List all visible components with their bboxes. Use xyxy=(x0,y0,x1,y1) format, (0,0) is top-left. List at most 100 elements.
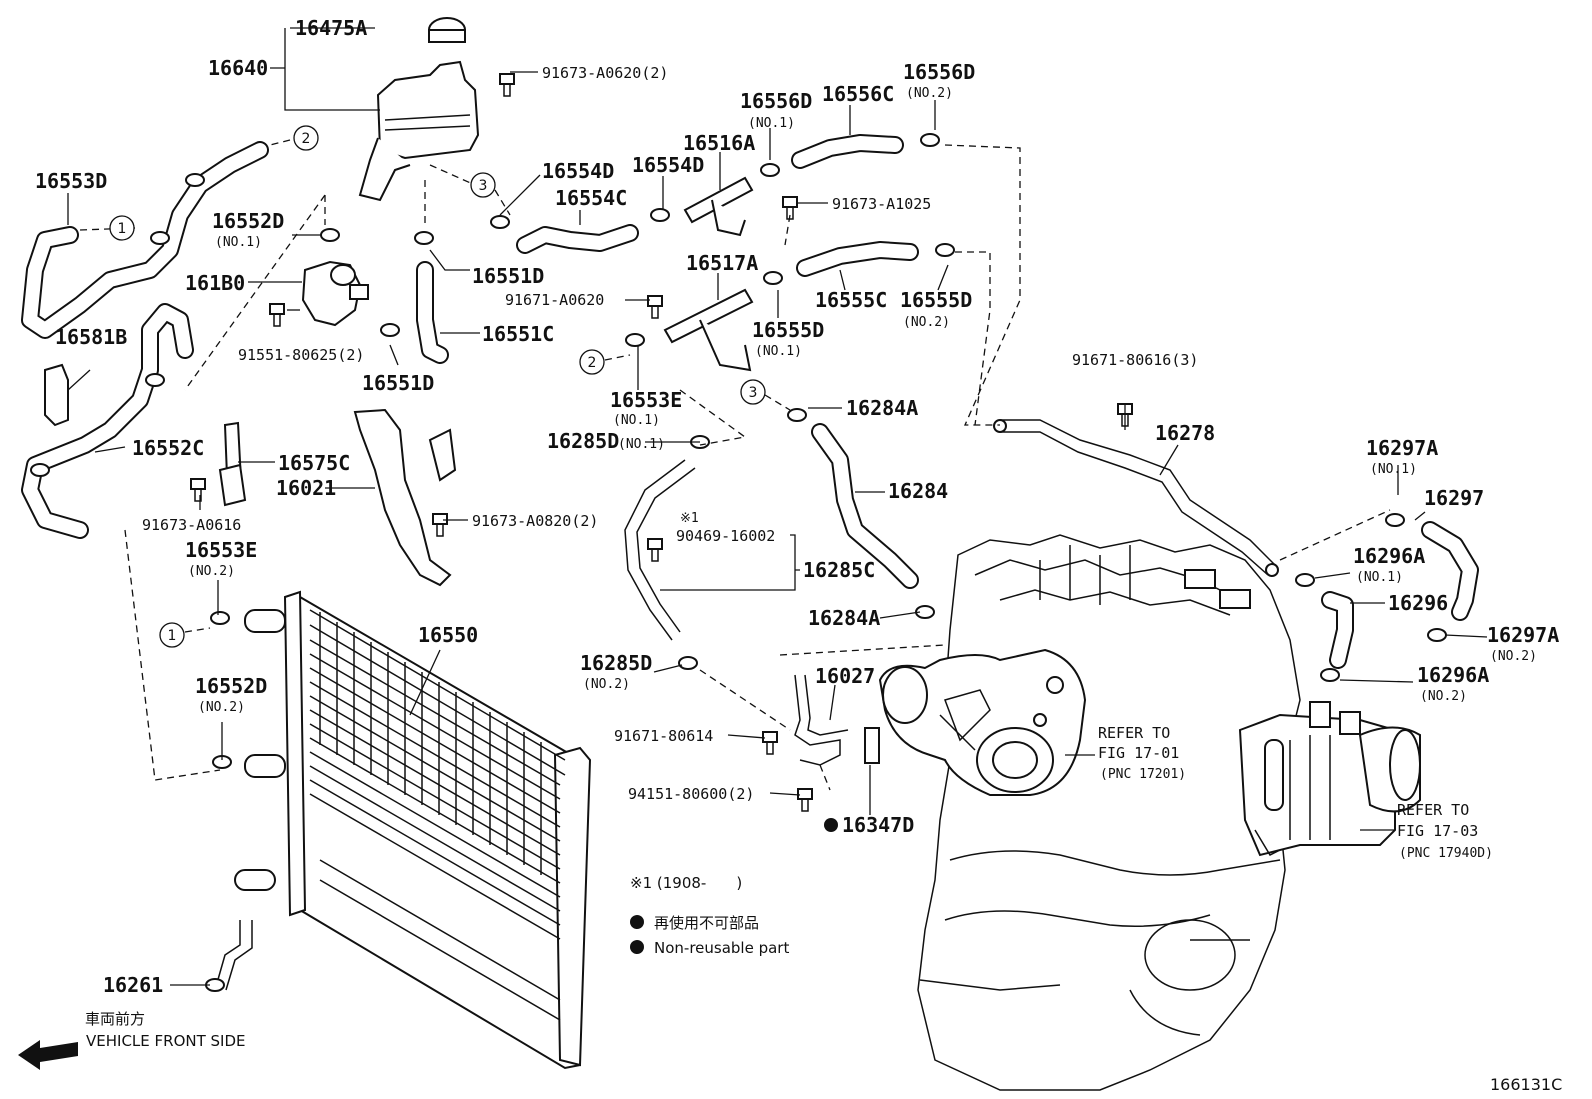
hose-16284 xyxy=(811,423,919,589)
front-side-jp: 車両前方 xyxy=(85,1010,145,1028)
sensor-16581B xyxy=(44,363,69,427)
label-16278: 16278 xyxy=(1155,421,1215,445)
label-16553E-2: 16553E xyxy=(185,538,257,562)
label-16284: 16284 xyxy=(888,479,948,503)
cap-16475A xyxy=(428,17,466,43)
hose-clamp xyxy=(763,271,783,285)
throttle-body xyxy=(878,648,1087,796)
bolt xyxy=(797,788,813,812)
hose-clamp xyxy=(150,231,170,245)
label-91671-80616: 91671-80616(3) xyxy=(1072,351,1198,369)
label-16347D: 16347D xyxy=(842,813,914,837)
label-91673-A1025: 91673-A1025 xyxy=(832,195,931,213)
front-side-en: VEHICLE FRONT SIDE xyxy=(86,1032,246,1050)
label-16553E-2-sub: (NO.2) xyxy=(188,564,235,579)
label-16297A-1: 16297A xyxy=(1366,436,1438,460)
hose-clamp xyxy=(145,373,165,387)
engine-block xyxy=(917,534,1301,1091)
hose-16296 xyxy=(1321,591,1354,669)
label-16552D-1-sub: (NO.1) xyxy=(215,235,262,250)
bolt xyxy=(499,73,515,97)
label-16475A: 16475A xyxy=(295,16,367,40)
clamps xyxy=(30,133,1447,992)
bolt xyxy=(762,731,778,755)
refer-fig-17-03-line1: REFER TO xyxy=(1397,801,1469,819)
label-16555D-2-sub: (NO.2) xyxy=(903,315,950,330)
pipe-16027 xyxy=(794,674,849,766)
label-91551-80625: 91551-80625(2) xyxy=(238,346,364,364)
refer-fig-17-01-line3: (PNC 17201) xyxy=(1100,767,1186,782)
refer-fig-17-01-line2: FIG 17-01 xyxy=(1098,744,1179,762)
hose-clamp xyxy=(650,208,670,222)
label-16297A-2: 16297A xyxy=(1487,623,1559,647)
label-16556D-1: 16556D xyxy=(740,89,812,113)
front-arrow-icon xyxy=(18,1040,78,1070)
hose-clamp xyxy=(490,215,510,229)
label-161B0: 161B0 xyxy=(185,271,245,295)
label-16554D-b: 16554D xyxy=(632,153,704,177)
hose-16555C xyxy=(796,241,919,277)
footnote-1908: ※1 (1908- ) xyxy=(630,874,742,892)
label-16285D-1-sub: (NO.1) xyxy=(618,437,665,452)
hose-16551C xyxy=(416,261,449,364)
reserve-tank-16640 xyxy=(358,60,480,202)
label-16296A-2-sub: (NO.2) xyxy=(1420,689,1467,704)
label-16555D-1: 16555D xyxy=(752,318,824,342)
nonreusable-dot-16347D xyxy=(824,818,838,832)
label-16297A-1-sub: (NO.1) xyxy=(1370,462,1417,477)
water-pump-161B0 xyxy=(301,260,369,327)
hose-clamp xyxy=(210,611,230,625)
hose-clamp xyxy=(1320,668,1340,682)
circle-2-mid: 2 xyxy=(588,355,597,371)
label-16553D: 16553D xyxy=(35,169,107,193)
label-16552D-1: 16552D xyxy=(212,209,284,233)
refer-fig-17-03-line3: (PNC 17940D) xyxy=(1399,846,1493,861)
label-16284A-a: 16284A xyxy=(846,396,918,420)
label-mark1: ※1 xyxy=(680,511,699,526)
bolt xyxy=(190,478,206,502)
label-16285D-2: 16285D xyxy=(580,651,652,675)
label-16285C: 16285C xyxy=(803,558,875,582)
label-16284A-b: 16284A xyxy=(808,606,880,630)
label-16297: 16297 xyxy=(1424,486,1484,510)
connection-lines xyxy=(79,139,1391,791)
circle-3-top: 3 xyxy=(479,178,488,194)
label-16296A-2: 16296A xyxy=(1417,663,1489,687)
part-labels: 16475A 16640 91673-A0620(2) 16553D 16552… xyxy=(35,16,1559,997)
refer-fig-17-01-line1: REFER TO xyxy=(1098,724,1170,742)
reference-circles: 2 3 1 2 3 1 xyxy=(109,125,766,648)
circle-3-mid: 3 xyxy=(749,385,758,401)
label-90469-16002: 90469-16002 xyxy=(676,527,775,545)
label-16581B: 16581B xyxy=(55,325,127,349)
legend-dot-jp xyxy=(630,915,644,929)
label-16551D-b: 16551D xyxy=(362,371,434,395)
label-16640: 16640 xyxy=(208,56,268,80)
hose-clamp xyxy=(760,163,780,177)
label-16553E-1: 16553E xyxy=(610,388,682,412)
label-16517A: 16517A xyxy=(686,251,758,275)
label-94151-80600: 94151-80600(2) xyxy=(628,785,754,803)
pipe-16516A xyxy=(683,176,754,237)
label-16296A-1-sub: (NO.1) xyxy=(1356,570,1403,585)
bracket-16575C xyxy=(218,421,247,507)
label-16556C: 16556C xyxy=(822,82,894,106)
label-16261: 16261 xyxy=(103,973,163,997)
label-16555C: 16555C xyxy=(815,288,887,312)
label-16555D-2: 16555D xyxy=(900,288,972,312)
bolts xyxy=(190,73,1133,812)
label-16297A-2-sub: (NO.2) xyxy=(1490,649,1537,664)
hose-16552C xyxy=(21,303,194,539)
hose-16297 xyxy=(1421,521,1479,621)
hose-16261 xyxy=(214,920,253,991)
bolt xyxy=(782,196,798,220)
label-16556D-2-sub: (NO.2) xyxy=(906,86,953,101)
label-16551D-a: 16551D xyxy=(472,264,544,288)
refer-fig-17-03-line2: FIG 17-03 xyxy=(1397,822,1478,840)
label-16516A: 16516A xyxy=(683,131,755,155)
leader-lines xyxy=(67,27,1488,986)
label-16555D-1-sub: (NO.1) xyxy=(755,344,802,359)
label-16285D-2-sub: (NO.2) xyxy=(583,677,630,692)
label-16554D-a: 16554D xyxy=(542,159,614,183)
hose-clamp xyxy=(320,228,340,242)
hose-clamp xyxy=(787,408,807,422)
